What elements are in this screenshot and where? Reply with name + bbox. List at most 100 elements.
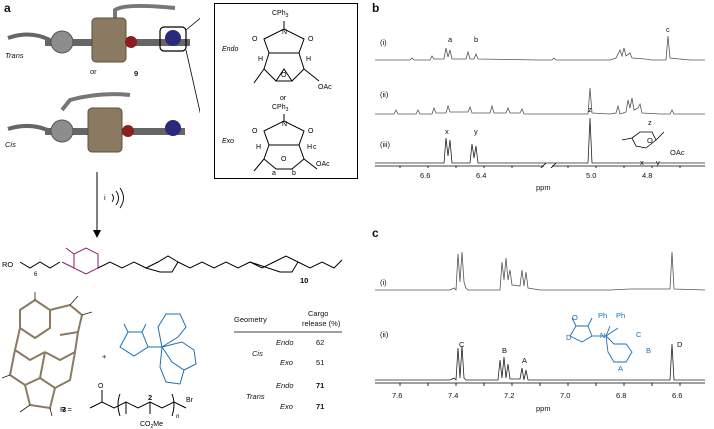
peak-label-c: c bbox=[666, 25, 670, 34]
exo-o-bridge: O bbox=[281, 156, 287, 163]
table-lines bbox=[234, 331, 342, 333]
group-trans: Trans bbox=[246, 392, 265, 401]
exo-h-right: H bbox=[307, 144, 312, 151]
endo-oac: OAc bbox=[318, 84, 332, 91]
endo-o-right: O bbox=[308, 36, 314, 43]
header-release: release (%) bbox=[302, 319, 341, 328]
peak-label-B: B bbox=[502, 346, 508, 355]
trans-red-unit bbox=[125, 36, 137, 48]
trans-zoom-box bbox=[159, 26, 187, 52]
trans-blue-adduct bbox=[165, 30, 181, 46]
row-geometry: Endo bbox=[276, 381, 294, 390]
cis-chain-left bbox=[7, 124, 51, 133]
r-group-o: O bbox=[98, 383, 104, 390]
row-value: 51 bbox=[316, 358, 325, 367]
struct-label-o: O bbox=[647, 136, 653, 145]
exo-a-label: a bbox=[272, 170, 276, 177]
ro-label: RO bbox=[2, 260, 13, 269]
header-cargo: Cargo bbox=[308, 309, 329, 318]
struct-label-oac: OAc bbox=[670, 148, 685, 157]
trace-label-c-i: (i) bbox=[380, 278, 387, 287]
trace-label-b-ii: (ii) bbox=[380, 90, 389, 99]
row-geometry: Exo bbox=[280, 358, 293, 367]
peak-label-C: C bbox=[459, 340, 465, 349]
cis-blue-adduct bbox=[165, 120, 181, 136]
header-geometry: Geometry bbox=[234, 315, 267, 324]
struct-label-ph1: Ph bbox=[598, 311, 608, 320]
x-tick-7.4: 7.4 bbox=[448, 391, 459, 400]
row-value: 62 bbox=[316, 338, 325, 347]
cis-stopper bbox=[50, 119, 74, 143]
endo-label: Endo bbox=[222, 46, 238, 53]
trace-b-ii bbox=[375, 87, 705, 115]
trans-chain-left bbox=[7, 32, 51, 42]
exo-cpph3: CPh3 bbox=[272, 104, 289, 113]
ultrasound-icon bbox=[111, 187, 124, 209]
x-tick-6.6: 6.6 bbox=[420, 171, 431, 180]
panel-b-label: b bbox=[372, 1, 380, 15]
endo-n: N bbox=[282, 29, 287, 36]
r-group-br: Br bbox=[186, 397, 194, 404]
exo-b-label: b bbox=[292, 170, 296, 177]
trace-c-ii bbox=[375, 343, 705, 381]
x-tick-4.8: 4.8 bbox=[642, 171, 653, 180]
endo-o-left: O bbox=[252, 36, 258, 43]
struct-label-b: B bbox=[646, 346, 652, 355]
x-tick-6.4: 6.4 bbox=[476, 171, 487, 180]
nmr-spectra-b bbox=[375, 35, 705, 168]
struct-label-z: z bbox=[648, 118, 652, 127]
trace-label-b-i: (i) bbox=[380, 38, 387, 47]
cis-label: Cis bbox=[5, 140, 16, 149]
furan-structure bbox=[621, 131, 665, 149]
endo-cpph3: CPh3 bbox=[272, 10, 289, 19]
trans-label: Trans bbox=[5, 51, 24, 60]
cis-red-unit bbox=[122, 125, 134, 137]
trans-macrocycle bbox=[91, 17, 127, 63]
x-tick-7.6: 7.6 bbox=[392, 391, 403, 400]
compound-10-label: 10 bbox=[300, 276, 308, 285]
panel-a-label: a bbox=[4, 1, 11, 15]
trace-label-c-ii: (ii) bbox=[380, 330, 389, 339]
endo-h-left: H bbox=[258, 56, 263, 63]
step-label: i bbox=[104, 193, 106, 202]
endo-h-right: H bbox=[306, 56, 311, 63]
exo-h-left: H bbox=[256, 144, 261, 151]
struct-label-y: y bbox=[656, 158, 660, 167]
x-ticks-b bbox=[399, 166, 681, 168]
row-geometry: Endo bbox=[276, 338, 294, 347]
struct-label-d: D bbox=[566, 333, 572, 342]
peak-label-x: x bbox=[445, 127, 449, 136]
r-group-structure: O Br n CO2Me bbox=[89, 383, 194, 429]
plus-sign: + bbox=[102, 352, 107, 361]
compound-3-label: 3 bbox=[62, 405, 66, 414]
exo-c-label: c bbox=[313, 144, 317, 151]
peak-label-D: D bbox=[677, 340, 683, 349]
pillararene-3: 3 bbox=[1, 292, 93, 417]
trace-c-i bbox=[375, 251, 706, 291]
group-cis: Cis bbox=[252, 349, 263, 358]
inset-or: or bbox=[280, 95, 287, 102]
row-value: 71 bbox=[316, 402, 325, 411]
rotaxane-cartoons bbox=[7, 3, 200, 238]
struct-label-c: C bbox=[636, 330, 642, 339]
endo-exo-structures: CPh3 N O O Endo H H O OAc or CPh3 N O O … bbox=[222, 10, 332, 177]
nmr-spectra-c bbox=[375, 251, 706, 386]
peak-label-z: z bbox=[588, 105, 592, 114]
exo-label: Exo bbox=[222, 138, 234, 145]
r-equals: R = bbox=[60, 405, 72, 414]
compound-2-structure: 2 bbox=[119, 313, 197, 402]
struct-label-n: N bbox=[600, 331, 606, 340]
peak-label-a: a bbox=[448, 35, 453, 44]
r-group-n: n bbox=[176, 414, 180, 420]
x-axis-label-c: ppm bbox=[536, 404, 551, 413]
x-ticks-c bbox=[399, 383, 681, 386]
compound-9-label: 9 bbox=[134, 69, 139, 78]
reaction-arrow bbox=[93, 230, 101, 238]
struct-label-o: O bbox=[572, 313, 578, 322]
exo-oac: OAc bbox=[316, 161, 330, 168]
r-group-co2me: CO2Me bbox=[140, 421, 163, 429]
struct-label-a: A bbox=[618, 364, 624, 373]
trityl-maleimide-structure bbox=[569, 317, 633, 363]
trans-stopper bbox=[50, 30, 74, 54]
compound-10-structure: RO 6 10 bbox=[2, 247, 343, 285]
